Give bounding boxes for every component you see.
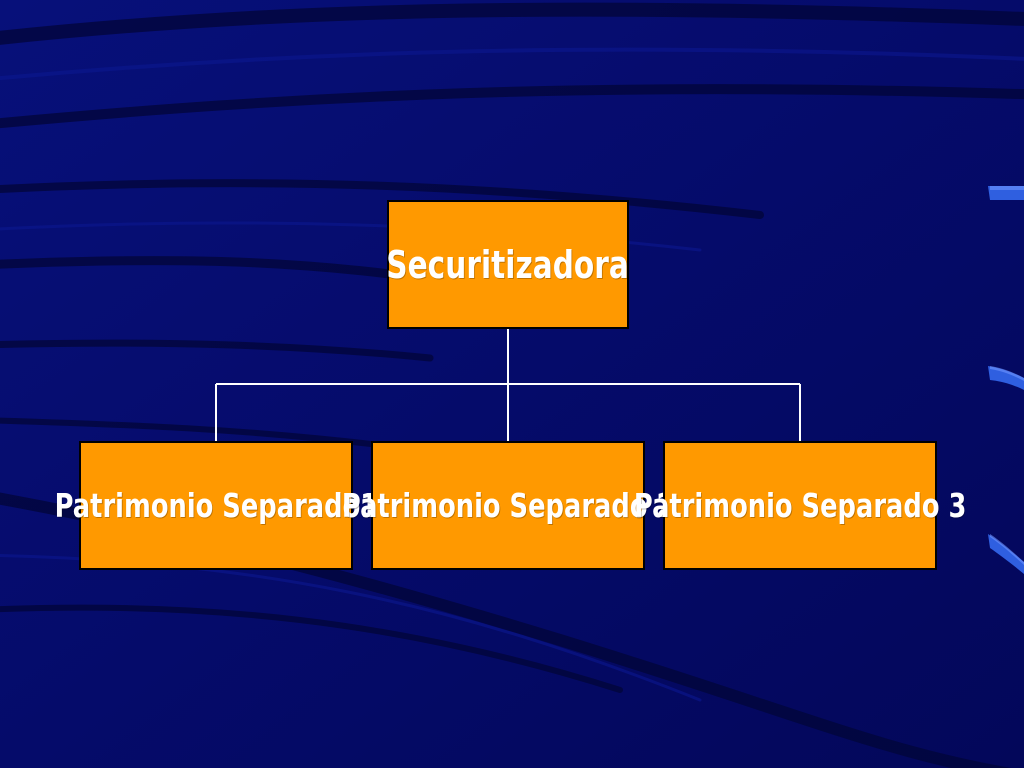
org-node-label: Patrimonio Separado1 (54, 486, 378, 525)
org-node-securitizadora[interactable]: Securitizadora (387, 200, 629, 329)
org-node-label: Patrimonio Separado 2 (341, 486, 675, 525)
org-node-label: Patrimonio Separado 3 (633, 486, 967, 525)
org-node-patrimonio-separado-3[interactable]: Patrimonio Separado 3 (634, 441, 966, 570)
org-node-label: Securitizadora (386, 242, 630, 287)
org-node-patrimonio-separado-2[interactable]: Patrimonio Separado 2 (342, 441, 674, 570)
org-node-patrimonio-separado-1[interactable]: Patrimonio Separado1 (54, 441, 378, 570)
